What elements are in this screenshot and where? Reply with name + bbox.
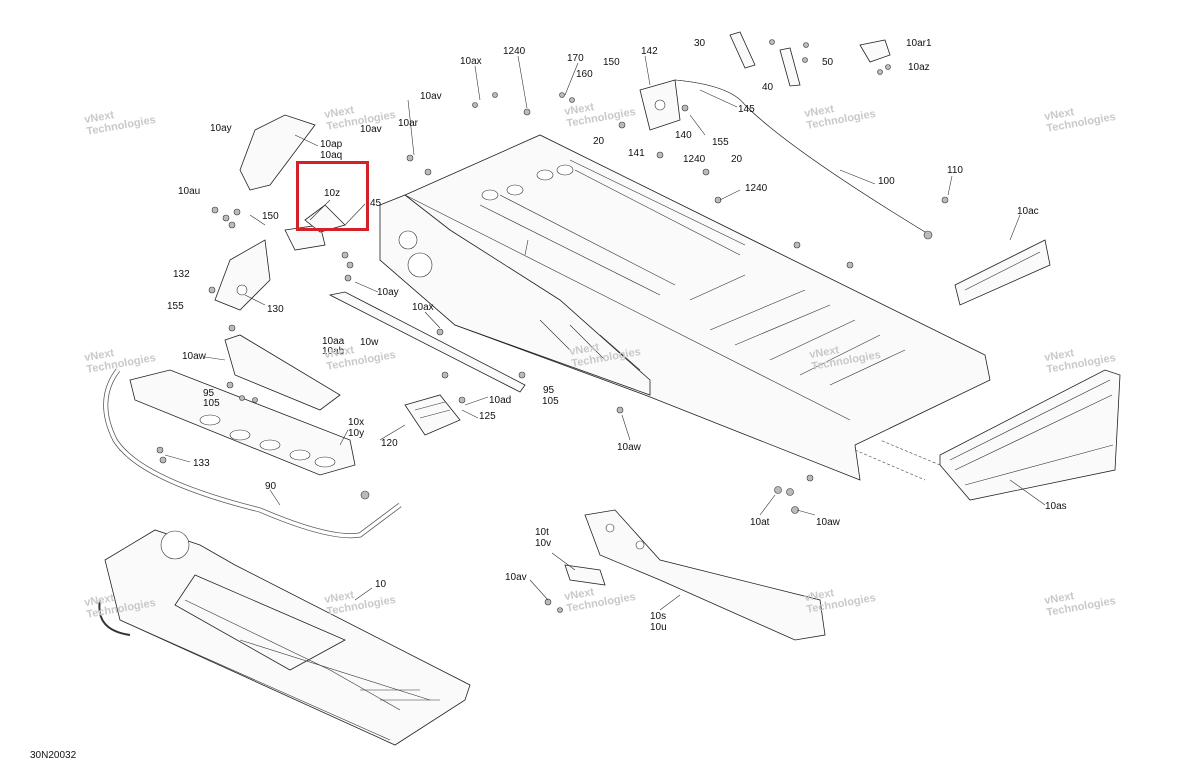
callout-10ar1[interactable]: 10ar1: [906, 38, 932, 49]
side-strip: [328, 291, 526, 393]
callout-130[interactable]: 130: [267, 304, 284, 315]
footrest: [404, 394, 461, 436]
callout-110[interactable]: 110: [947, 165, 963, 176]
callout-10s[interactable]: 10s: [650, 611, 667, 622]
callout-10av[interactable]: 10av: [360, 124, 382, 135]
callout-30[interactable]: 30: [694, 38, 706, 49]
callout-10w[interactable]: 10w: [360, 337, 379, 348]
callout-145[interactable]: 145: [738, 104, 755, 115]
callout-10at[interactable]: 10at: [750, 517, 770, 528]
front-skid-plate: [129, 369, 356, 476]
callout-10ac[interactable]: 10ac: [1017, 206, 1039, 217]
main-tunnel: [379, 134, 991, 481]
diagram-reference-number: 30N20032: [30, 750, 77, 761]
fasteners: [156, 92, 949, 613]
callout-10ab[interactable]: 10ab: [322, 346, 345, 357]
rear-hardware: [774, 439, 941, 514]
callout-10ap[interactable]: 10ap: [320, 139, 343, 150]
callout-95[interactable]: 95: [203, 388, 215, 399]
callout-40[interactable]: 40: [762, 82, 774, 93]
callout-155[interactable]: 155: [712, 137, 729, 148]
callout-150[interactable]: 150: [603, 57, 620, 68]
left-frame-brackets: [214, 114, 341, 411]
callout-10av[interactable]: 10av: [420, 91, 442, 102]
callout-10ay[interactable]: 10ay: [210, 123, 232, 134]
callout-125[interactable]: 125: [479, 411, 496, 422]
callout-1240[interactable]: 1240: [503, 46, 526, 57]
callout-45[interactable]: 45: [370, 198, 382, 209]
rear-bracket: [954, 239, 1051, 306]
callout-50[interactable]: 50: [822, 57, 834, 68]
assembled-chassis-inset: [98, 529, 471, 746]
front-bumper-rod: [103, 368, 402, 539]
callout-150[interactable]: 150: [262, 211, 279, 222]
column-tube: [674, 79, 933, 240]
callout-10[interactable]: 10: [375, 579, 387, 590]
callout-10aq[interactable]: 10aq: [320, 150, 343, 161]
callout-100[interactable]: 100: [878, 176, 895, 187]
upper-plate: [639, 79, 689, 131]
callout-20[interactable]: 20: [731, 154, 743, 165]
callout-155[interactable]: 155: [167, 301, 184, 312]
callout-170[interactable]: 170: [567, 53, 584, 64]
callout-120[interactable]: 120: [381, 438, 398, 449]
highlight-box: [296, 161, 369, 231]
callout-105[interactable]: 105: [203, 398, 220, 409]
callout-10aw[interactable]: 10aw: [617, 442, 641, 453]
callout-10u[interactable]: 10u: [650, 622, 667, 633]
callout-20[interactable]: 20: [593, 136, 605, 147]
callout-1240[interactable]: 1240: [683, 154, 706, 165]
callout-10aw[interactable]: 10aw: [816, 517, 840, 528]
callout-90[interactable]: 90: [265, 481, 277, 492]
callout-10av[interactable]: 10av: [505, 572, 527, 583]
callout-132[interactable]: 132: [173, 269, 190, 280]
callout-10au[interactable]: 10au: [178, 186, 201, 197]
callout-105[interactable]: 105: [542, 396, 559, 407]
callout-160[interactable]: 160: [576, 69, 593, 80]
top-brackets: [729, 31, 891, 87]
callout-133[interactable]: 133: [193, 458, 210, 469]
callout-141[interactable]: 141: [628, 148, 645, 159]
callout-95[interactable]: 95: [543, 385, 555, 396]
callout-10ad[interactable]: 10ad: [489, 395, 512, 406]
callout-10z[interactable]: 10z: [324, 188, 341, 199]
callout-140[interactable]: 140: [675, 130, 692, 141]
callout-10v[interactable]: 10v: [535, 538, 552, 549]
callout-10as[interactable]: 10as: [1045, 501, 1067, 512]
callout-10t[interactable]: 10t: [535, 527, 549, 538]
callout-10aw[interactable]: 10aw: [182, 351, 206, 362]
callout-10y[interactable]: 10y: [348, 428, 365, 439]
callout-10ax[interactable]: 10ax: [412, 302, 434, 313]
callout-10ay[interactable]: 10ay: [377, 287, 399, 298]
callout-1240[interactable]: 1240: [745, 183, 768, 194]
callout-10ar[interactable]: 10ar: [398, 118, 419, 129]
callout-10ax[interactable]: 10ax: [460, 56, 482, 67]
side-rail: [564, 509, 826, 641]
callout-10x[interactable]: 10x: [348, 417, 365, 428]
leader-lines: [164, 55, 1046, 611]
callout-10az[interactable]: 10az: [908, 62, 930, 73]
callout-10aa[interactable]: 10aa: [322, 336, 345, 347]
callout-142[interactable]: 142: [641, 46, 658, 57]
